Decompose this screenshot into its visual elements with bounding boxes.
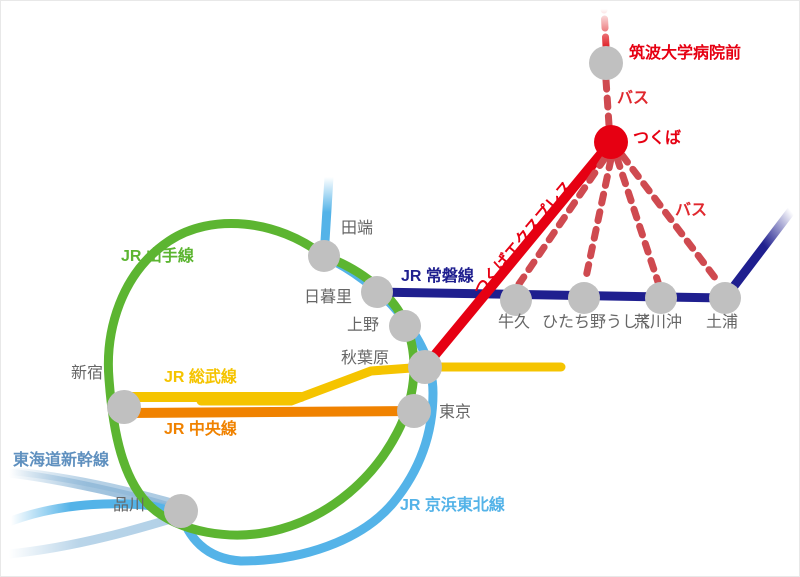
- station-node-tsukuba[interactable]: [594, 125, 628, 159]
- station-node-tsukuba-univ-hospital[interactable]: [589, 46, 623, 80]
- line-label-tokaido-shinkansen: 東海道新幹線: [13, 452, 110, 469]
- station-node-shinagawa[interactable]: [164, 494, 198, 528]
- station-label-ueno: 上野: [347, 317, 380, 334]
- line-yamanote: [103, 219, 419, 540]
- line-tsukuba-express: [420, 137, 616, 372]
- station-node-tabata[interactable]: [308, 240, 340, 272]
- line-chuo: [28, 406, 419, 418]
- line-label-keihin-tohoku: JR 京浜東北線: [400, 497, 505, 514]
- bus-line-to-hospital: [602, 76, 613, 129]
- station-node-ueno[interactable]: [389, 310, 421, 342]
- bus-line-tsuchiura: [618, 151, 723, 287]
- line-label-chuo: JR 中央線: [164, 421, 237, 438]
- station-node-akihabara[interactable]: [408, 350, 442, 384]
- station-nodes: [107, 46, 741, 528]
- station-label-arakawaoki: 荒川沖: [634, 314, 683, 331]
- station-label-tokyo: 東京: [439, 404, 472, 421]
- station-node-tsuchiura[interactable]: [709, 282, 741, 314]
- line-label-joban: JR 常磐線: [401, 268, 474, 285]
- station-label-tsuchiura: 土浦: [706, 314, 739, 331]
- station-label-tsukuba-univ-hospital: 筑波大学病院前: [629, 45, 742, 62]
- bus-line-ushiku: [515, 154, 609, 288]
- line-label-yamanote: JR 山手線: [121, 248, 194, 265]
- station-node-shinjuku[interactable]: [107, 390, 141, 424]
- bus-label-east: バス: [675, 202, 708, 219]
- station-label-akihabara: 秋葉原: [341, 350, 390, 367]
- station-node-ushiku[interactable]: [500, 284, 532, 316]
- bus-line-arakawaoki: [613, 154, 662, 286]
- station-node-arakawaoki[interactable]: [645, 282, 677, 314]
- bus-label-north: バス: [617, 90, 650, 107]
- station-label-shinagawa: 品川: [113, 497, 146, 514]
- bus-line-hitachino-ushiku: [581, 155, 615, 286]
- station-label-ushiku: 牛久: [498, 314, 531, 331]
- station-label-tsukuba: つくば: [633, 130, 682, 147]
- station-label-nippori: 日暮里: [304, 289, 353, 306]
- station-label-shinjuku: 新宿: [71, 365, 104, 382]
- bus-line-north-fade: [600, 5, 610, 50]
- station-node-nippori[interactable]: [361, 276, 393, 308]
- station-label-tabata: 田端: [341, 220, 374, 237]
- station-node-tokyo[interactable]: [397, 394, 431, 428]
- bus-routes: [515, 5, 723, 288]
- station-label-hitachino-ushiku: ひたち野うしく: [542, 314, 655, 331]
- line-label-sobu: JR 総武線: [164, 369, 237, 386]
- station-node-hitachino-ushiku[interactable]: [568, 282, 600, 314]
